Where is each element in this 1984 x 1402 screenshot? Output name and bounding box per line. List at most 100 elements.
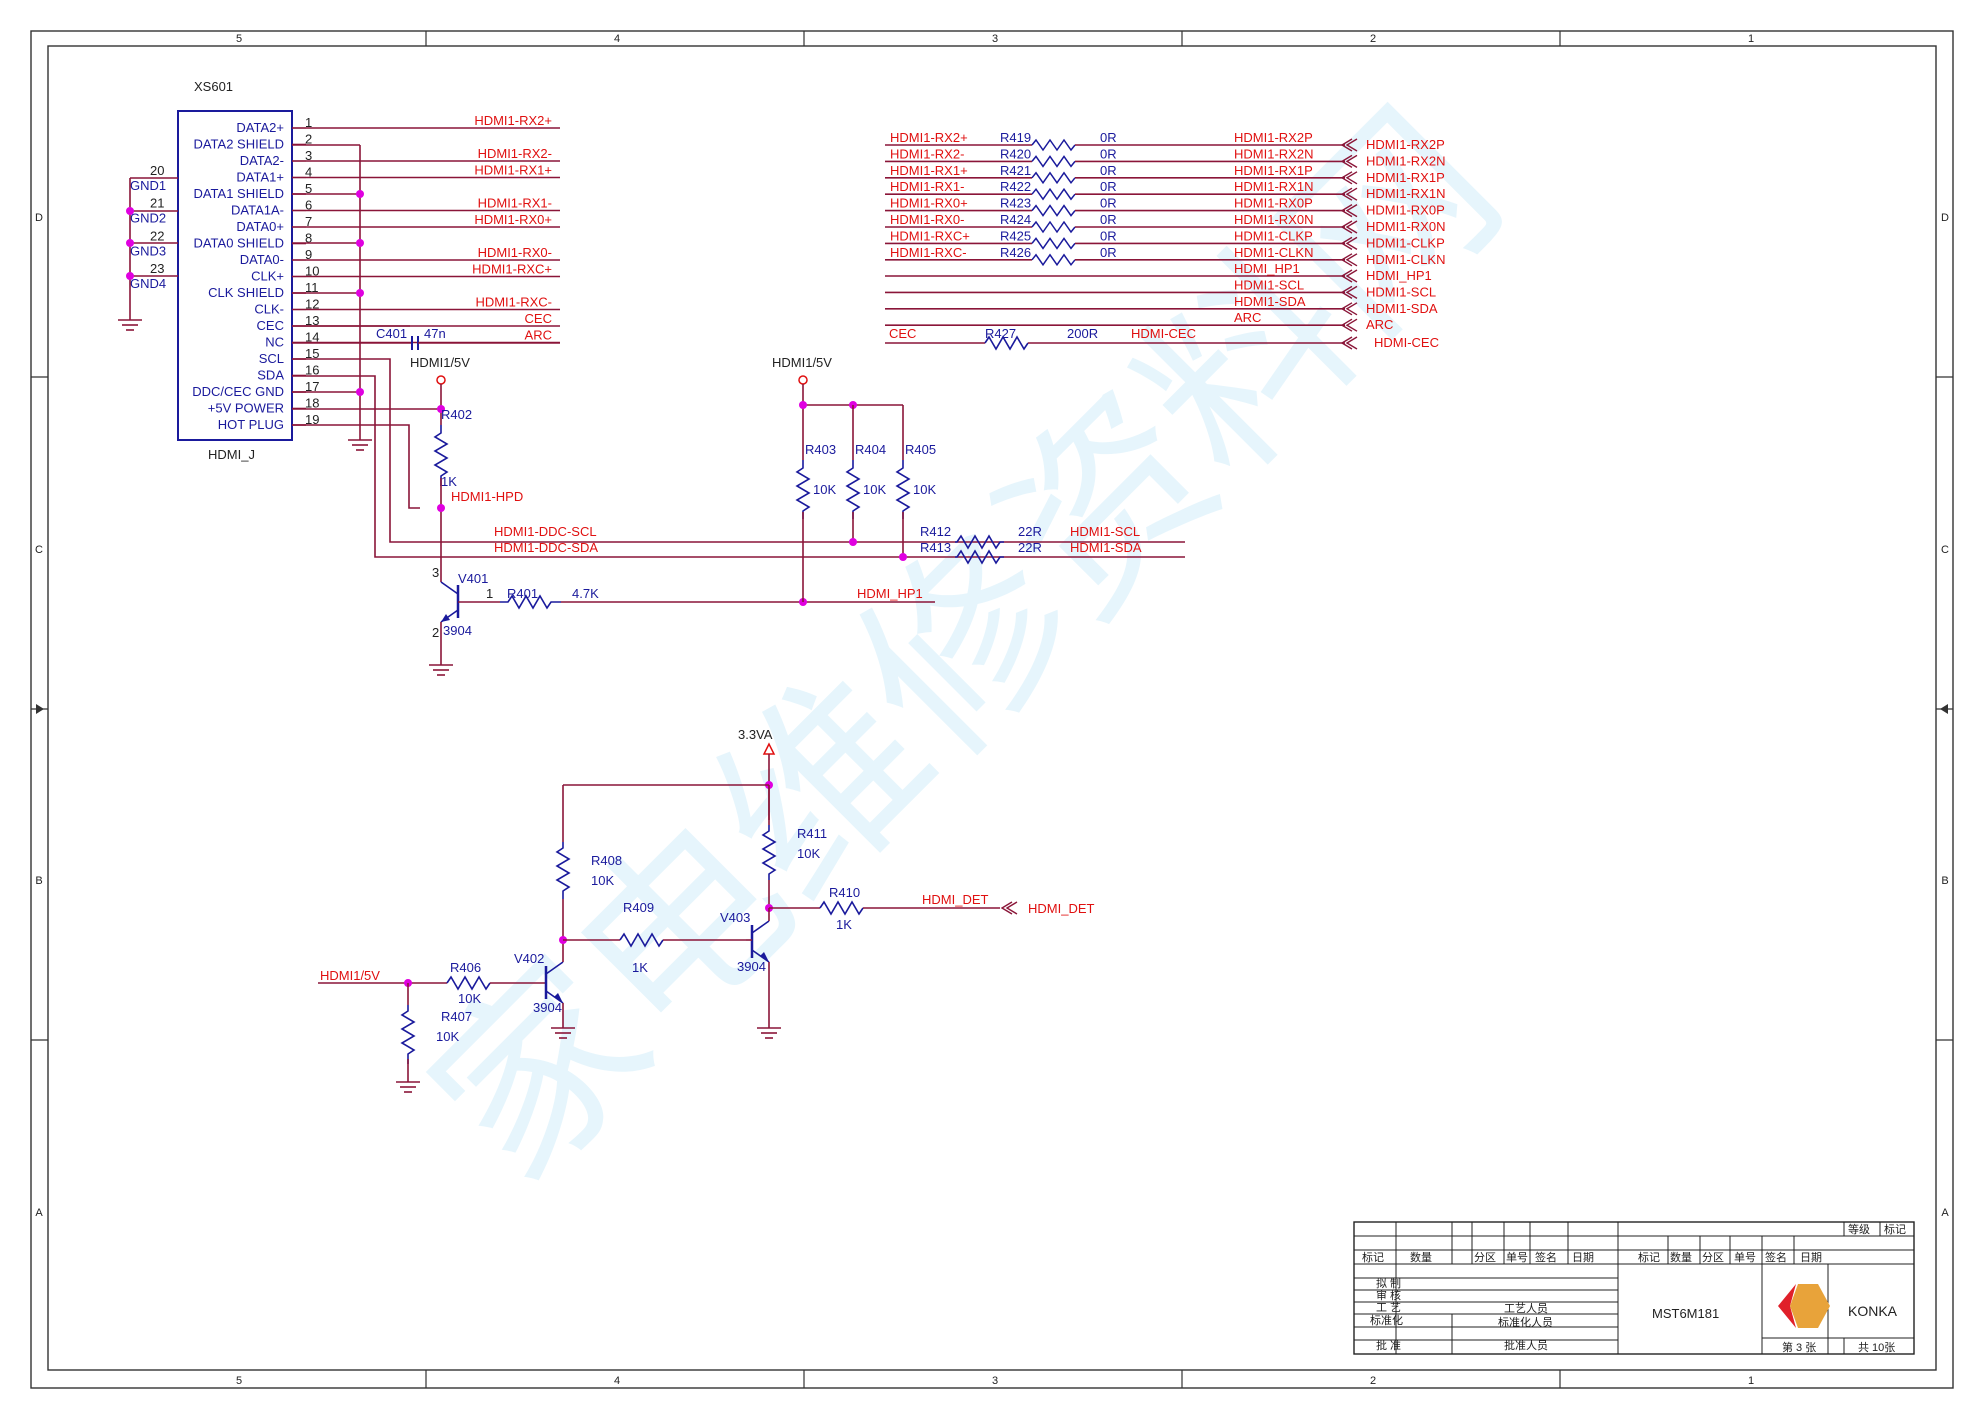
zone-row-left-b: B [35, 875, 42, 887]
signal-in-net: HDMI1-RX0- [890, 212, 964, 227]
r412-ref: R412 [920, 524, 951, 539]
connector-pin-number: 9 [305, 247, 312, 262]
signal-res-value: 0R [1100, 245, 1117, 260]
signal-port: HDMI1-CLKP [1366, 235, 1445, 250]
connector-pin-net: HDMI1-RX1+ [474, 163, 552, 178]
connector-pin-number: 14 [305, 330, 319, 345]
zone-col-bottom-4: 2 [1370, 1375, 1376, 1387]
capacitor-c401: C401 47n [292, 326, 560, 350]
cec-out: HDMI-CEC [1131, 326, 1196, 341]
gnd-pin-number: 20 [150, 163, 164, 178]
signal-port: HDMI1-RX0N [1366, 219, 1445, 234]
r411-value: 10K [797, 846, 820, 861]
signal-port-arrow [1340, 203, 1358, 218]
r408-ref: R408 [591, 853, 622, 868]
connector-pin-number: 4 [305, 165, 312, 180]
inner-frame [47, 45, 1937, 1371]
connector-pin-label: DATA2 SHIELD [193, 137, 284, 152]
r408-value: 10K [591, 873, 614, 888]
r403-value: 10K [813, 482, 836, 497]
v401-pin3: 3 [432, 565, 439, 580]
tb-mark: 标记 [1884, 1222, 1906, 1236]
tb-h-right-1: 数量 [1670, 1251, 1692, 1264]
connector-pin-number: 15 [305, 346, 319, 361]
net-hdmi1-ddc-scl: HDMI1-DDC-SCL [494, 524, 597, 539]
connector-pin-number: 18 [305, 396, 319, 411]
connector-pin-label: SCL [259, 351, 284, 366]
r413-value: 22R [1018, 540, 1042, 555]
zone-col-top-4: 2 [1370, 33, 1376, 45]
connector-name: HDMI_J [208, 447, 255, 462]
net-r412-hdmi1-scl: HDMI1-SCL [1070, 524, 1140, 539]
net-r413-hdmi1-sda: HDMI1-SDA [1070, 540, 1142, 555]
connector-pin-label: NC [265, 335, 284, 350]
tb-role-1: 审 核 [1376, 1288, 1401, 1302]
tb-brand: KONKA [1848, 1303, 1898, 1319]
signal-out-net: HDMI1-RX0N [1234, 212, 1313, 227]
tb-h-right-5: 日期 [1800, 1251, 1822, 1264]
ddc-circuit: HDMI1/5V R403 10K R404 10K R405 10K HDMI… [494, 355, 1185, 602]
net-hdmi-det: HDMI_DET [922, 892, 989, 907]
connector-pin-label: CEC [257, 318, 284, 333]
signal-resistor [1031, 155, 1076, 168]
gnd-pin-number: 23 [150, 261, 164, 276]
signal-port-arrow [1340, 138, 1358, 152]
tb-role-0: 拟 制 [1376, 1276, 1401, 1290]
tb-person-0: 工艺人员 [1504, 1302, 1548, 1315]
signal-out-net: HDMI1-RX2N [1234, 146, 1313, 161]
net-hdmi1-hpd: HDMI1-HPD [451, 489, 523, 504]
r402-ref: R402 [441, 407, 472, 422]
r404-value: 10K [863, 482, 886, 497]
extra-port: ARC [1366, 317, 1393, 332]
r401-ref: R401 [507, 586, 538, 601]
hpd-circuit: HDMI1/5V R402 1K HDMI1-HPD V401 3904 1 2… [410, 355, 935, 676]
connector-pin-number: 7 [305, 214, 312, 229]
hpd-supply-label: HDMI1/5V [410, 355, 470, 370]
connector-pin-number: 10 [305, 264, 319, 279]
extra-out-net: HDMI1-SDA [1234, 294, 1306, 309]
connector-pin-number: 1 [305, 115, 312, 130]
signal-port: HDMI1-RX2P [1366, 137, 1445, 152]
connector-pin-net: HDMI1-RX2- [478, 146, 552, 161]
signal-resistor [1031, 220, 1076, 234]
center-mark-left [36, 704, 44, 714]
r427-ref: R427 [985, 326, 1016, 341]
tb-h-left-5: 日期 [1572, 1251, 1594, 1264]
connector-pin-number: 5 [305, 181, 312, 196]
signal-in-net: HDMI1-RX0+ [890, 196, 968, 211]
tb-grade: 等级 [1848, 1222, 1870, 1236]
connector-pin-label: DATA1+ [236, 170, 284, 185]
r411-ref: R411 [797, 826, 827, 841]
connector-junctions [126, 190, 364, 396]
tb-sheet-no: 第 3 张 [1782, 1340, 1816, 1354]
connector-pin-number: 16 [305, 363, 319, 378]
connector-pin-label: SDA [257, 368, 284, 383]
signal-res-value: 0R [1100, 130, 1117, 145]
v401-pin2: 2 [432, 625, 439, 640]
connector-ref: XS601 [194, 79, 233, 94]
tb-person-2: 批准人员 [1504, 1338, 1548, 1352]
connector-pin-label: CLK SHIELD [208, 285, 284, 300]
r407-ref: R407 [441, 1009, 472, 1024]
gnd-pin-number: 22 [150, 228, 164, 243]
signal-res-ref: R423 [1000, 196, 1031, 211]
connector-pin-label: DATA2- [240, 153, 284, 168]
signal-res-ref: R419 [1000, 130, 1031, 145]
connector-pin-net: HDMI1-RX0- [478, 245, 552, 260]
v403-type: 3904 [737, 959, 766, 974]
gnd-pin-label: GND2 [130, 211, 166, 226]
ddc-supply-label: HDMI1/5V [772, 355, 832, 370]
net-hdmi1-ddc-sda: HDMI1-DDC-SDA [494, 540, 598, 555]
signal-port-arrow [1340, 220, 1358, 234]
signal-res-value: 0R [1100, 196, 1117, 211]
r402-value: 1K [441, 474, 457, 489]
tb-model: MST6M181 [1652, 1306, 1719, 1321]
connector-pin-label: DATA1 SHIELD [193, 186, 284, 201]
zone-row-right-b: B [1941, 875, 1948, 887]
connector-pin-label: HOT PLUG [218, 417, 284, 432]
r403-ref: R403 [805, 442, 836, 457]
